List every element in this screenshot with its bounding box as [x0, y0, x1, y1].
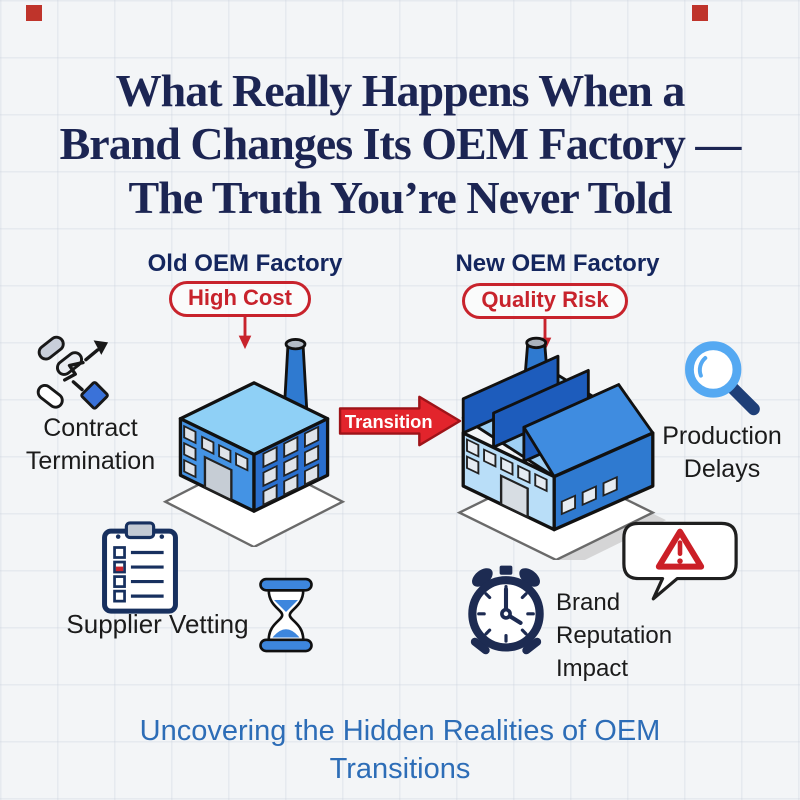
clipboard-checklist-icon — [102, 521, 178, 614]
high-cost-badge-wrap: High Cost — [130, 281, 350, 317]
quality-risk-badge-wrap: Quality Risk — [435, 283, 655, 319]
corner-decor-right — [692, 5, 708, 21]
page-title: What Really Happens When a Brand Changes… — [59, 65, 742, 223]
corner-decor-left — [26, 5, 42, 21]
new-factory-label: New OEM Factory — [455, 250, 660, 277]
transition-label: Transition — [345, 411, 433, 432]
brand-reputation-label: Brand Reputation Impact — [556, 589, 673, 683]
door — [499, 474, 529, 519]
broken-chain-icon — [36, 335, 109, 410]
old-factory-icon — [162, 338, 346, 547]
transition-arrow-icon: Transition — [338, 395, 462, 447]
quality-risk-badge: Quality Risk — [462, 283, 628, 319]
right-face-windows — [560, 475, 618, 516]
new-factory-icon — [456, 336, 667, 560]
footer-tagline: Uncovering the Hidden Realities of OEM T… — [139, 715, 661, 786]
door — [203, 455, 233, 502]
magnifier-icon — [685, 341, 760, 416]
alarm-clock-icon — [468, 565, 544, 655]
right-face — [552, 431, 655, 532]
supplier-vetting-label: Supplier Vetting — [66, 609, 249, 639]
left-face-windows — [183, 424, 249, 502]
sawtooth-roof — [461, 354, 655, 478]
high-cost-badge: High Cost — [169, 281, 311, 317]
contract-termination-label: Contract Termination — [25, 414, 156, 475]
hourglass-icon — [259, 577, 313, 653]
production-delays-label: Production Delays — [662, 422, 782, 483]
down-arrow-icon — [238, 314, 252, 350]
old-factory-label: Old OEM Factory — [147, 250, 343, 277]
right-face-windows — [262, 425, 320, 507]
left-face-windows — [466, 438, 548, 519]
warning-speech-bubble-icon — [622, 521, 738, 601]
